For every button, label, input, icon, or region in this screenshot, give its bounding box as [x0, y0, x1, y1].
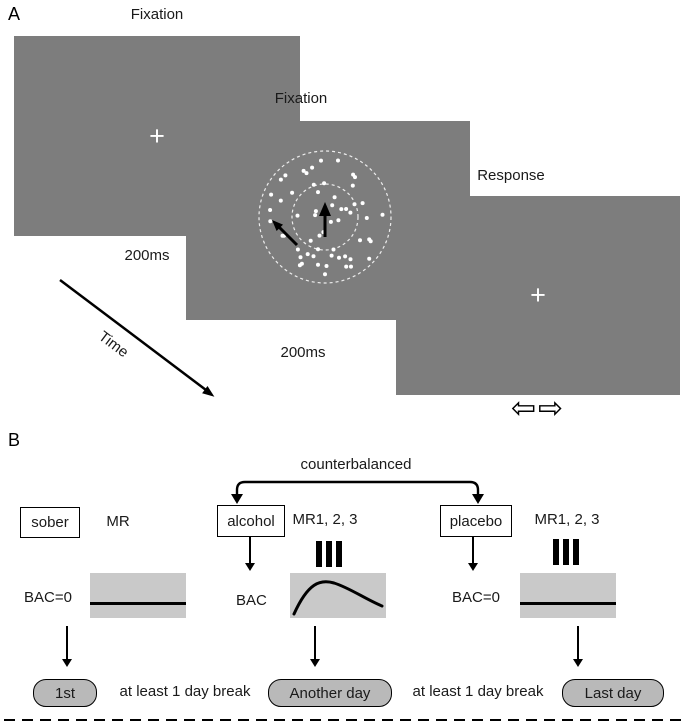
- bac-label-alcohol: BAC: [236, 592, 267, 609]
- session-bar: [563, 539, 569, 565]
- condition-box-alcohol: alcohol: [217, 505, 285, 537]
- bac-curve: [292, 580, 384, 616]
- day-box-first: 1st: [33, 679, 97, 707]
- bac-plot-sober: [90, 573, 186, 618]
- mr-session-bars-1: [316, 541, 342, 567]
- dot-motion-stimulus: [258, 150, 392, 284]
- right-arrow-key-icon: ⇨: [538, 392, 566, 425]
- session-bar: [553, 539, 559, 565]
- alcohol-label: alcohol: [227, 512, 275, 530]
- day-last-label: Last day: [584, 684, 642, 702]
- placebo-label: placebo: [449, 512, 503, 530]
- fixation-cross-1: +: [149, 120, 165, 151]
- session-bar: [316, 541, 322, 567]
- mr-session-label-2: MR1, 2, 3: [292, 511, 358, 528]
- placebo-down-arrow: [468, 536, 478, 571]
- sober-label: sober: [31, 514, 69, 531]
- day-another-label: Another day: [289, 684, 371, 702]
- screen-response: +: [396, 196, 680, 395]
- bac-label-placebo: BAC=0: [452, 589, 500, 606]
- mr-session-label-1: MR: [106, 513, 130, 530]
- bac-flat-line-1: [90, 602, 186, 605]
- placebo-to-day-arrow: [573, 626, 583, 667]
- mr-session-label-3: MR1, 2, 3: [534, 511, 600, 528]
- left-arrow-key-icon: ⇦: [510, 392, 538, 425]
- screen1-duration: 200ms: [124, 247, 170, 264]
- bac-plot-alcohol: [290, 573, 386, 618]
- motion-arrow-upleft-icon: [272, 220, 299, 247]
- timeline-dashed-line: [4, 719, 682, 721]
- bac-label-sober: BAC=0: [24, 589, 72, 606]
- bac-plot-placebo: [520, 573, 616, 618]
- break-label-1: at least 1 day break: [119, 683, 251, 700]
- counterbalanced-arrow: [231, 480, 484, 504]
- bac-flat-line-2: [520, 602, 616, 605]
- session-bar: [336, 541, 342, 567]
- mr-session-bars-2: [553, 539, 579, 565]
- motion-arrow-up-icon: [319, 202, 331, 237]
- response-arrow-keys: ⇦⇨: [396, 394, 680, 424]
- alcohol-down-arrow: [245, 536, 255, 571]
- session-bar: [573, 539, 579, 565]
- screen2-duration: 200ms: [280, 344, 326, 361]
- time-arrow: [59, 279, 215, 397]
- fixation-cross-2: +: [530, 280, 546, 310]
- condition-box-sober: sober: [20, 507, 80, 538]
- counterbalanced-label: counterbalanced: [300, 456, 412, 473]
- condition-box-placebo: placebo: [440, 505, 512, 537]
- break-label-2: at least 1 day break: [412, 683, 544, 700]
- random-dots: [268, 158, 385, 277]
- screen3-title: Response: [477, 167, 545, 184]
- panel-b-label: B: [8, 430, 21, 450]
- session-bar: [326, 541, 332, 567]
- sober-to-day-arrow: [62, 626, 72, 667]
- day-box-another: Another day: [268, 679, 392, 707]
- panel-a-label: A: [8, 4, 21, 24]
- day-first-label: 1st: [54, 684, 75, 702]
- outer-aperture-circle: [258, 150, 392, 284]
- day-box-last: Last day: [562, 679, 664, 707]
- inner-aperture-circle: [291, 183, 359, 251]
- alcohol-to-day-arrow: [310, 626, 320, 667]
- screen1-title: Fixation: [130, 6, 184, 23]
- screen2-title: Fixation: [274, 90, 328, 107]
